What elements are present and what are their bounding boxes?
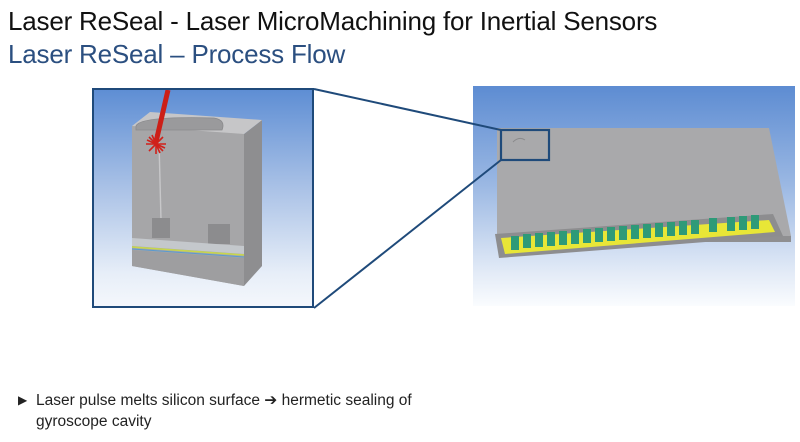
laser-spark-icon — [146, 134, 166, 154]
cross-section-figure — [92, 88, 314, 308]
triangle-bullet-icon: ▶ — [18, 393, 28, 407]
arrow-right-icon: ➔ — [264, 392, 278, 409]
slide-subtitle: Laser ReSeal – Process Flow — [8, 39, 346, 69]
chip-illustration — [495, 128, 791, 258]
zoom-region-box — [499, 128, 551, 162]
cross-section-illustration — [131, 90, 262, 286]
bullet-text: Laser pulse melts silicon surface ➔ herm… — [36, 392, 412, 430]
contact-pads — [511, 215, 759, 250]
chip-overview-figure — [473, 86, 795, 306]
slide-title: Laser ReSeal - Laser MicroMachining for … — [8, 6, 658, 36]
